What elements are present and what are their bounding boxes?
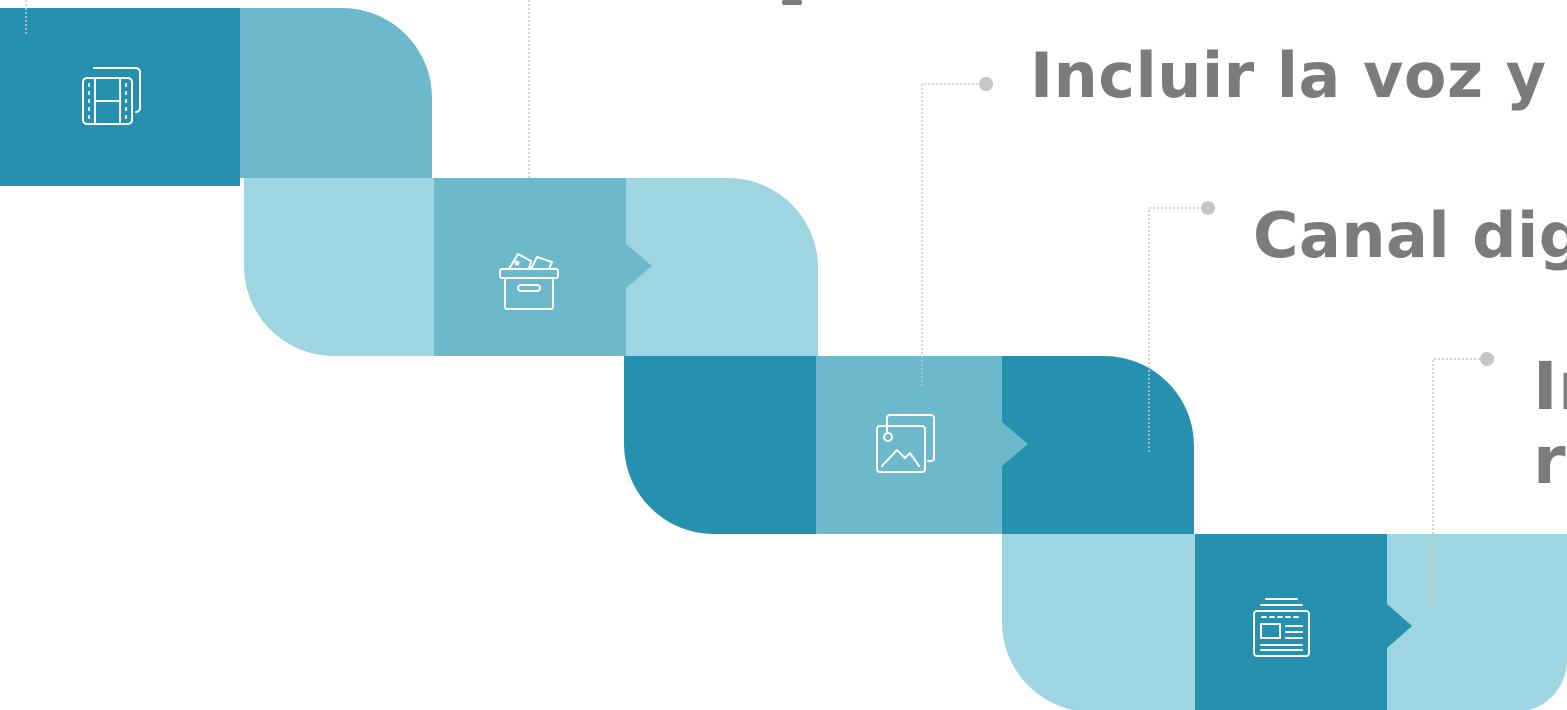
step-2-end-block xyxy=(626,178,818,356)
step-3-arrow xyxy=(1002,422,1028,466)
connector-dot-4 xyxy=(1201,201,1215,215)
step-2-rounded-block xyxy=(244,178,434,356)
step-3-rounded-block xyxy=(624,356,816,534)
step-label-in-line2: re xyxy=(1533,422,1567,499)
connector-line-4 xyxy=(1148,207,1200,452)
clipped-text-fragment xyxy=(782,0,802,5)
archive-box-icon xyxy=(499,253,559,310)
step-3-end-block xyxy=(1002,356,1194,534)
connector-dot-5 xyxy=(1480,352,1494,366)
step-4-icon-block xyxy=(1195,534,1387,710)
step-4-end-block xyxy=(1387,534,1567,710)
image-gallery-icon xyxy=(876,414,935,473)
step-label-voz: Incluir la voz y l xyxy=(1030,39,1567,112)
step-2-arrow xyxy=(626,244,652,288)
connector-line-3 xyxy=(921,83,978,386)
step-label-canal: Canal dig xyxy=(1253,199,1567,272)
connector-dot-3 xyxy=(979,77,993,91)
film-icon xyxy=(82,67,141,125)
step-4-arrow xyxy=(1387,604,1412,648)
newspaper-icon xyxy=(1253,598,1310,657)
step-1-rounded-block xyxy=(240,8,432,178)
step-label-in-line1: In xyxy=(1533,348,1567,425)
step-3-icon-block xyxy=(816,356,1004,534)
step-label-in: In re xyxy=(1533,350,1567,498)
step-4-rounded-block xyxy=(1002,534,1195,710)
